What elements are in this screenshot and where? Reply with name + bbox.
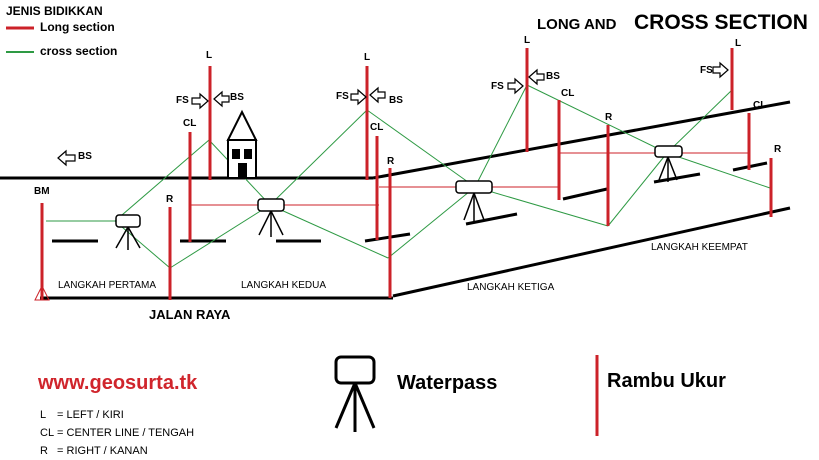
sight	[666, 152, 771, 189]
staffs	[40, 48, 773, 300]
sight	[269, 204, 389, 259]
abbreviation-row: L = LEFT / KIRI	[40, 406, 194, 424]
abbreviation-value: CENTER LINE / TENGAH	[66, 427, 195, 439]
level-instrument-icon	[654, 145, 683, 182]
label-l: L	[524, 35, 531, 46]
house-door-icon	[238, 163, 247, 179]
cross-sight-lines	[46, 84, 771, 269]
level-instrument-icon	[115, 214, 141, 250]
label-cl: CL	[183, 118, 197, 129]
step-label-2: LANGKAH KEDUA	[241, 280, 327, 291]
legend-cross-label: cross section	[40, 44, 118, 58]
legend-title: JENIS BIDIKKAN	[6, 4, 103, 18]
abbreviation-key: L	[40, 409, 47, 421]
benchmark-icon	[34, 284, 50, 301]
label-bs: BS	[389, 95, 403, 106]
abbreviation-sep: =	[54, 445, 67, 457]
road-bottom-edge-2	[392, 206, 791, 298]
label-r: R	[166, 194, 174, 205]
bottom-legend-icons	[334, 355, 599, 436]
arrow-right-icon	[712, 61, 729, 79]
arrow-right-icon	[350, 88, 367, 106]
label-l: L	[735, 38, 742, 49]
sight	[114, 220, 171, 269]
sight	[114, 139, 210, 222]
direction-arrows	[57, 61, 729, 167]
sight	[387, 186, 476, 259]
label-bm: BM	[34, 186, 50, 197]
sight	[366, 109, 476, 188]
arrow-right-icon	[507, 77, 524, 95]
label-cl: CL	[753, 100, 767, 111]
abbreviation-key: R	[40, 445, 48, 457]
sight	[169, 204, 271, 269]
house-roof	[226, 109, 258, 141]
arrow-left-icon	[213, 90, 230, 108]
sight	[607, 152, 668, 227]
arrow-left-icon	[369, 86, 386, 104]
road-label: JALAN RAYA	[149, 307, 231, 322]
arrow-left-icon	[57, 149, 76, 167]
house-window-icon	[244, 149, 252, 159]
level-instruments	[115, 145, 683, 250]
title-part2: CROSS SECTION	[634, 11, 808, 34]
mark	[562, 187, 608, 201]
label-fs: FS	[176, 95, 189, 106]
label-fs: FS	[700, 65, 713, 76]
mark	[364, 232, 411, 243]
step-label-4: LANGKAH KEEMPAT	[651, 242, 748, 253]
waterpass-label: Waterpass	[397, 372, 498, 394]
staff-label: Rambu Ukur	[607, 370, 726, 392]
sight	[269, 109, 368, 206]
abbreviation-row: R = RIGHT / KANAN	[40, 442, 194, 460]
sight	[474, 186, 609, 227]
step-label-3: LANGKAH KETIGA	[467, 282, 555, 293]
label-bs: BS	[230, 92, 244, 103]
waterpass-icon	[334, 355, 376, 432]
label-r: R	[605, 112, 613, 123]
road-top-edge-2	[372, 100, 791, 180]
label-fs: FS	[336, 91, 349, 102]
label-cl: CL	[561, 88, 575, 99]
benchmark-marker	[34, 284, 50, 301]
label-bs: BS	[78, 151, 92, 162]
abbreviation-list: L = LEFT / KIRI CL = CENTER LINE / TENGA…	[40, 406, 194, 460]
label-r: R	[774, 144, 782, 155]
legend-lines	[6, 26, 34, 53]
label-l: L	[206, 50, 213, 61]
website-link[interactable]: www.geosurta.tk	[38, 372, 198, 394]
label-l: L	[364, 52, 371, 63]
level-instrument-icon	[455, 180, 493, 222]
sight	[474, 84, 528, 188]
road-edges	[0, 100, 791, 300]
step-label-1: LANGKAH PERTAMA	[58, 280, 156, 291]
label-cl: CL	[370, 122, 384, 133]
label-bs: BS	[546, 71, 560, 82]
label-r: R	[387, 156, 395, 167]
title-part1: LONG AND	[537, 16, 617, 33]
abbreviation-sep: =	[54, 409, 67, 421]
abbreviation-sep: =	[54, 427, 67, 439]
sight	[526, 84, 668, 154]
arrow-left-icon	[528, 68, 545, 86]
sight	[666, 89, 733, 154]
arrow-right-icon	[191, 92, 209, 110]
legend-long-label: Long section	[40, 20, 115, 34]
cross-section-marks	[52, 161, 768, 243]
label-fs: FS	[491, 81, 504, 92]
level-instrument-icon	[257, 198, 285, 237]
abbreviation-value: LEFT / KIRI	[66, 409, 124, 421]
house-icon	[226, 109, 258, 179]
abbreviation-value: RIGHT / KANAN	[66, 445, 148, 457]
mark	[465, 212, 518, 226]
house-window-icon	[232, 149, 240, 159]
abbreviation-key: CL	[40, 427, 55, 439]
abbreviation-row: CL = CENTER LINE / TENGAH	[40, 424, 194, 442]
